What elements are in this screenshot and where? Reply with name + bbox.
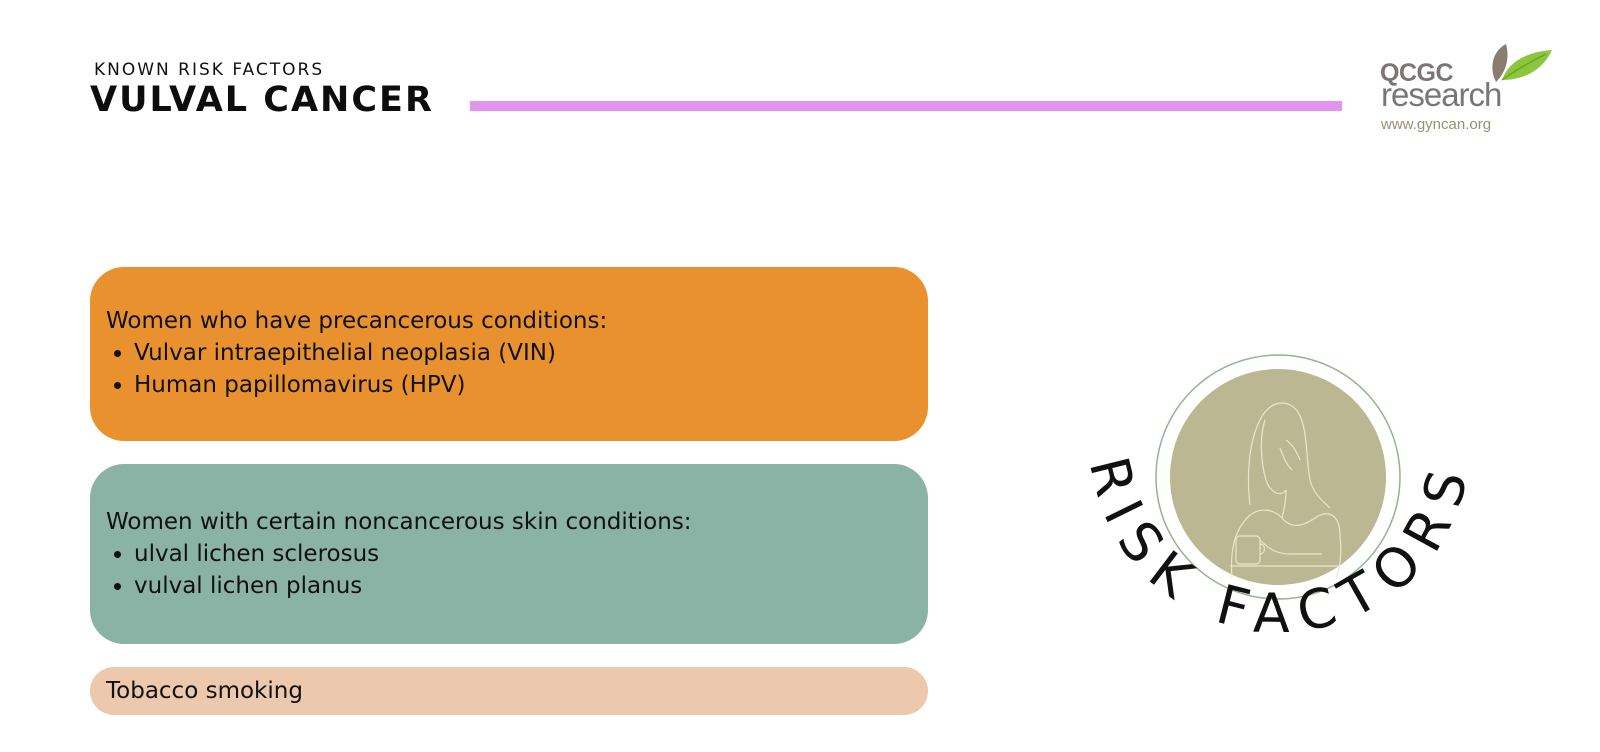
emblem-ring xyxy=(1155,354,1401,600)
emblem-circle xyxy=(1170,369,1386,585)
risk-box-intro: Women who have precancerous conditions: xyxy=(106,308,608,334)
list-item: Human papillomavirus (HPV) xyxy=(134,369,912,401)
risk-list: Vulvar intraepithelial neoplasia (VIN) H… xyxy=(106,337,912,401)
list-item: vulval lichen planus xyxy=(134,570,912,602)
page-title: VULVAL CANCER xyxy=(90,80,434,120)
leaf-icon xyxy=(1492,44,1552,82)
logo-research: research xyxy=(1381,76,1502,113)
logo-qcgc: QCGC xyxy=(1380,59,1454,87)
list-item: ulval lichen sclerosus xyxy=(134,538,912,570)
risk-box-precancerous: Women who have precancerous conditions: … xyxy=(90,267,928,441)
list-item: Vulvar intraepithelial neoplasia (VIN) xyxy=(134,337,912,369)
risk-box-skin-conditions: Women with certain noncancerous skin con… xyxy=(90,464,928,644)
risk-list: ulval lichen sclerosus vulval lichen pla… xyxy=(106,538,912,602)
risk-factors-emblem: RISK FACTORS xyxy=(1077,354,1469,645)
risk-box-intro: Tobacco smoking xyxy=(106,678,303,704)
logo-url: www.gyncan.org xyxy=(1381,116,1492,133)
risk-box-smoking: Tobacco smoking xyxy=(90,667,928,715)
header-subtitle: KNOWN RISK FACTORS xyxy=(94,60,325,80)
header-accent-line xyxy=(470,101,1342,111)
woman-thinking-illustration xyxy=(1230,402,1342,579)
risk-box-intro: Women with certain noncancerous skin con… xyxy=(106,509,692,535)
